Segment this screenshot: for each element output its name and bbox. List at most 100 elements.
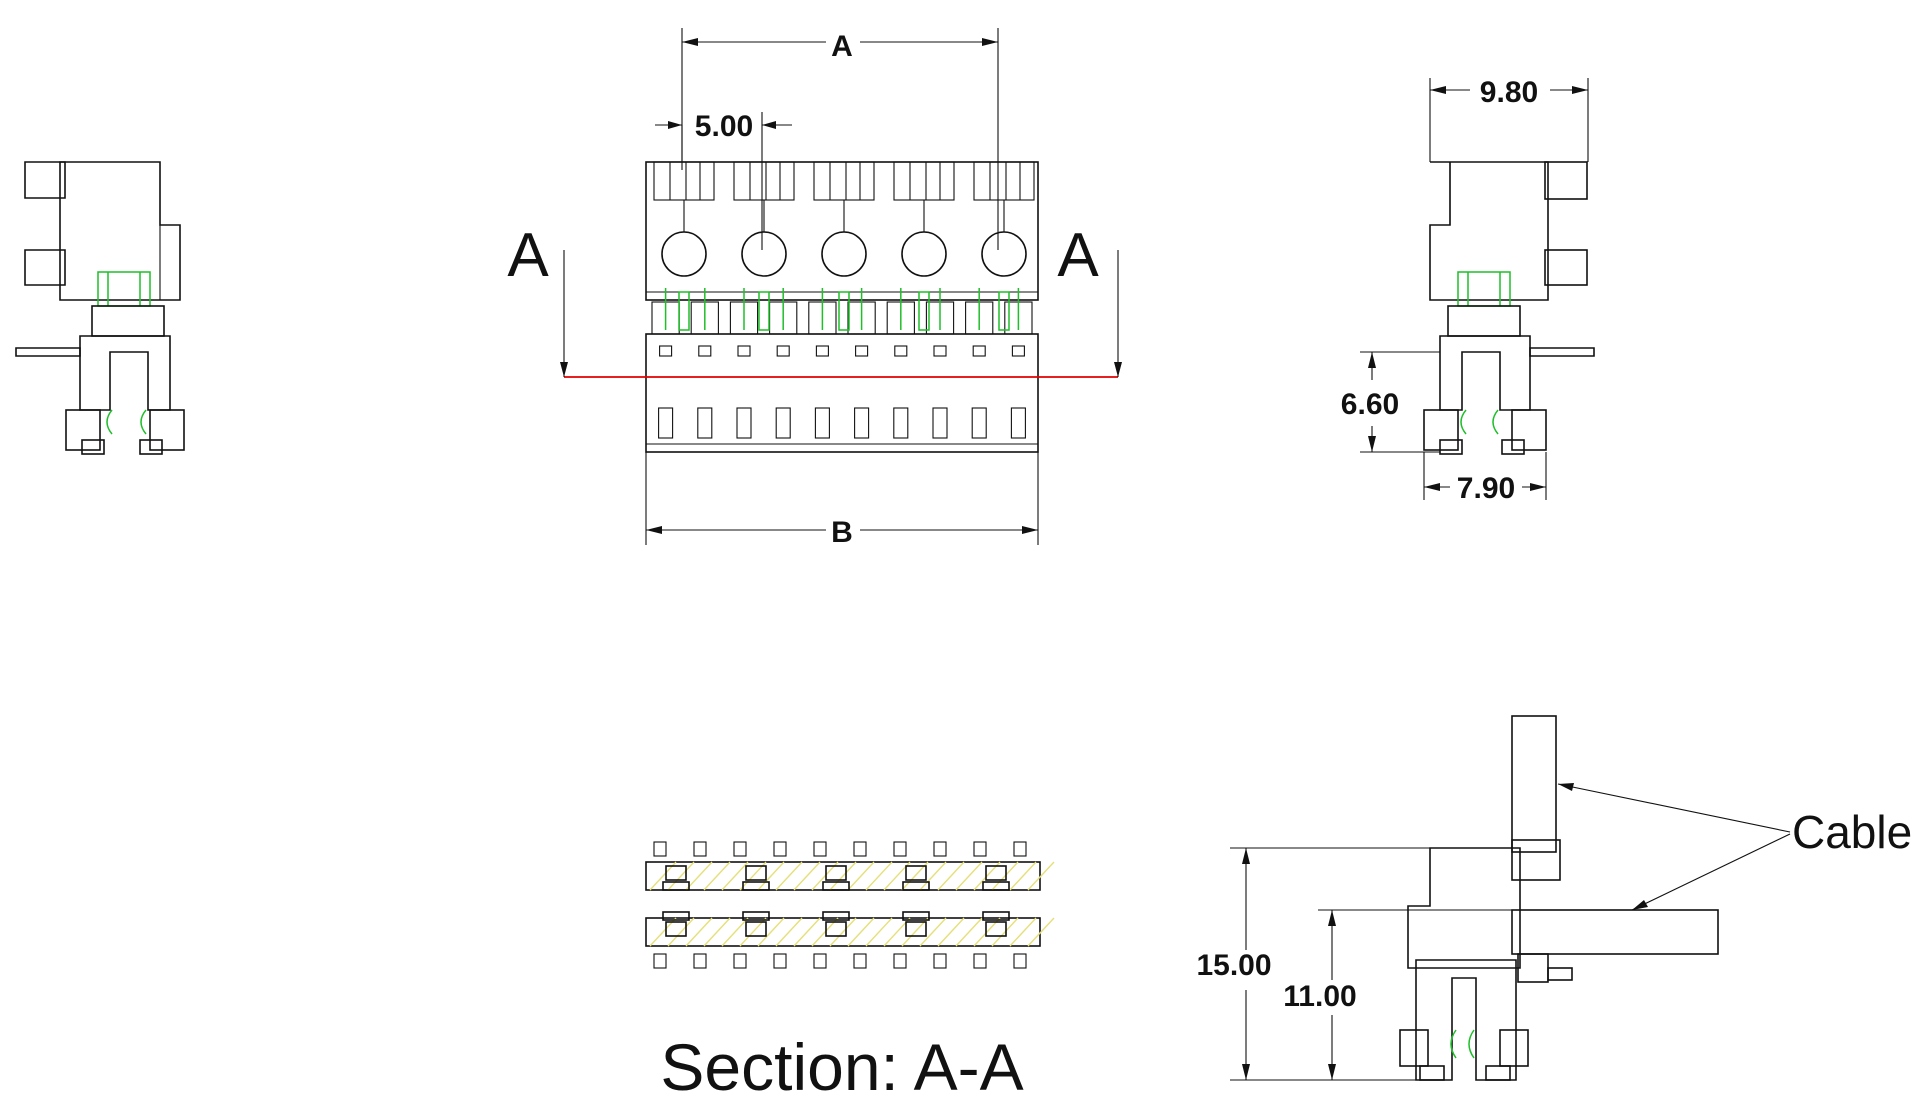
section-contact-base xyxy=(742,881,770,891)
section-contact-top xyxy=(665,865,687,881)
hatch-line xyxy=(829,861,857,891)
upper-pin-window xyxy=(776,345,790,357)
hatch-line xyxy=(703,861,731,891)
hatch-line xyxy=(955,861,983,891)
hatch-line xyxy=(865,861,893,891)
hatch-line xyxy=(829,917,857,947)
hatch-line xyxy=(685,917,713,947)
section-contact-bottom xyxy=(985,921,1007,937)
section-pin-top xyxy=(1013,841,1027,857)
cable-entry-hole xyxy=(821,231,867,277)
hatch-line xyxy=(1009,861,1037,891)
section-pin-top xyxy=(693,841,707,857)
section-contact-bottom xyxy=(665,921,687,937)
contact-blade xyxy=(758,291,770,331)
cable-entry-hole xyxy=(981,231,1027,277)
section-pin-bottom xyxy=(853,953,867,969)
section-contact-cap xyxy=(822,911,850,921)
section-contact-cap xyxy=(662,911,690,921)
lower-pin-windows xyxy=(655,375,1029,439)
lower-pin-window xyxy=(971,407,987,439)
section-contact-bottom xyxy=(825,921,847,937)
lower-pin-window xyxy=(932,407,948,439)
hatch-line xyxy=(937,861,965,891)
section-pin-top xyxy=(733,841,747,857)
cable-callout-label: Cable xyxy=(1792,806,1912,858)
cable-entry-hole xyxy=(901,231,947,277)
section-contact-base xyxy=(902,881,930,891)
lower-pin-window xyxy=(814,407,830,439)
contact-row xyxy=(651,288,1033,335)
contact-blade xyxy=(998,291,1010,331)
section-pin-top xyxy=(933,841,947,857)
housing-top-slot xyxy=(973,161,1035,201)
upper-pin-window xyxy=(972,345,986,357)
lower-pin-window xyxy=(658,407,674,439)
housing-top-slot xyxy=(733,161,795,201)
section-contact-cap xyxy=(982,911,1010,921)
housing-top-slot xyxy=(813,161,875,201)
mated-side-view: 15.00 11.00 Cable xyxy=(1196,715,1912,1081)
section-pin-bottom xyxy=(1013,953,1027,969)
hatch-line xyxy=(667,917,695,947)
section-a-a-view: Section: A-A xyxy=(645,841,1055,1095)
lower-pin-window xyxy=(1010,407,1026,439)
dimension-side-base-label: 7.90 xyxy=(1457,472,1515,505)
cable-entry-hole xyxy=(741,231,787,277)
contact-blade xyxy=(678,291,690,331)
section-contact-top xyxy=(825,865,847,881)
upper-pin-window xyxy=(933,345,947,357)
section-pin-top xyxy=(973,841,987,857)
section-pin-bottom xyxy=(813,953,827,969)
section-contacts xyxy=(662,865,1010,937)
hatch-line xyxy=(919,861,947,891)
hatch-line xyxy=(1027,861,1055,891)
hatch-line xyxy=(793,861,821,891)
left-side-view xyxy=(15,161,185,455)
section-pins xyxy=(653,841,1027,969)
housing-top-slot xyxy=(653,161,715,201)
section-pin-bottom xyxy=(653,953,667,969)
section-contact-top xyxy=(985,865,1007,881)
dimension-side-height-label: 6.60 xyxy=(1341,388,1399,421)
hatch-line xyxy=(757,917,785,947)
lower-pin-window xyxy=(775,407,791,439)
section-pin-top xyxy=(773,841,787,857)
right-side-view: 9.80 6.60 7.90 xyxy=(1341,76,1595,505)
section-contact-base xyxy=(982,881,1010,891)
hatch-line xyxy=(775,917,803,947)
upper-pin-window xyxy=(1011,345,1025,357)
dimension-pitch-label: 5.00 xyxy=(695,110,753,143)
section-pin-bottom xyxy=(733,953,747,969)
section-caption: Section: A-A xyxy=(660,1030,1023,1095)
section-pin-bottom xyxy=(693,953,707,969)
section-pin-top xyxy=(653,841,667,857)
lower-pin-window xyxy=(893,407,909,439)
hatch-line xyxy=(919,917,947,947)
section-marker-left: A xyxy=(507,221,549,290)
hatch-line xyxy=(667,861,695,891)
dimension-side-depth-label: 9.80 xyxy=(1480,76,1538,109)
section-contact-top xyxy=(745,865,767,881)
section-marker-right: A xyxy=(1057,221,1099,290)
housing-top-slot xyxy=(893,161,955,201)
hatch-line xyxy=(991,917,1019,947)
hatch-line xyxy=(1027,917,1055,947)
dimension-b-label: B xyxy=(831,516,853,549)
hatch-line xyxy=(721,861,749,891)
section-contact-cap xyxy=(742,911,770,921)
lower-pin-window xyxy=(854,407,870,439)
hatch-line xyxy=(703,917,731,947)
section-contact-bottom xyxy=(905,921,927,937)
upper-pin-window xyxy=(815,345,829,357)
contact-blade xyxy=(838,291,850,331)
lower-pin-window xyxy=(736,407,752,439)
upper-pin-window xyxy=(737,345,751,357)
hatch-line xyxy=(685,861,713,891)
hatch-line xyxy=(865,917,893,947)
hatch-line xyxy=(847,917,875,947)
section-contact-top xyxy=(905,865,927,881)
section-contact-base xyxy=(662,881,690,891)
upper-pin-window xyxy=(894,345,908,357)
